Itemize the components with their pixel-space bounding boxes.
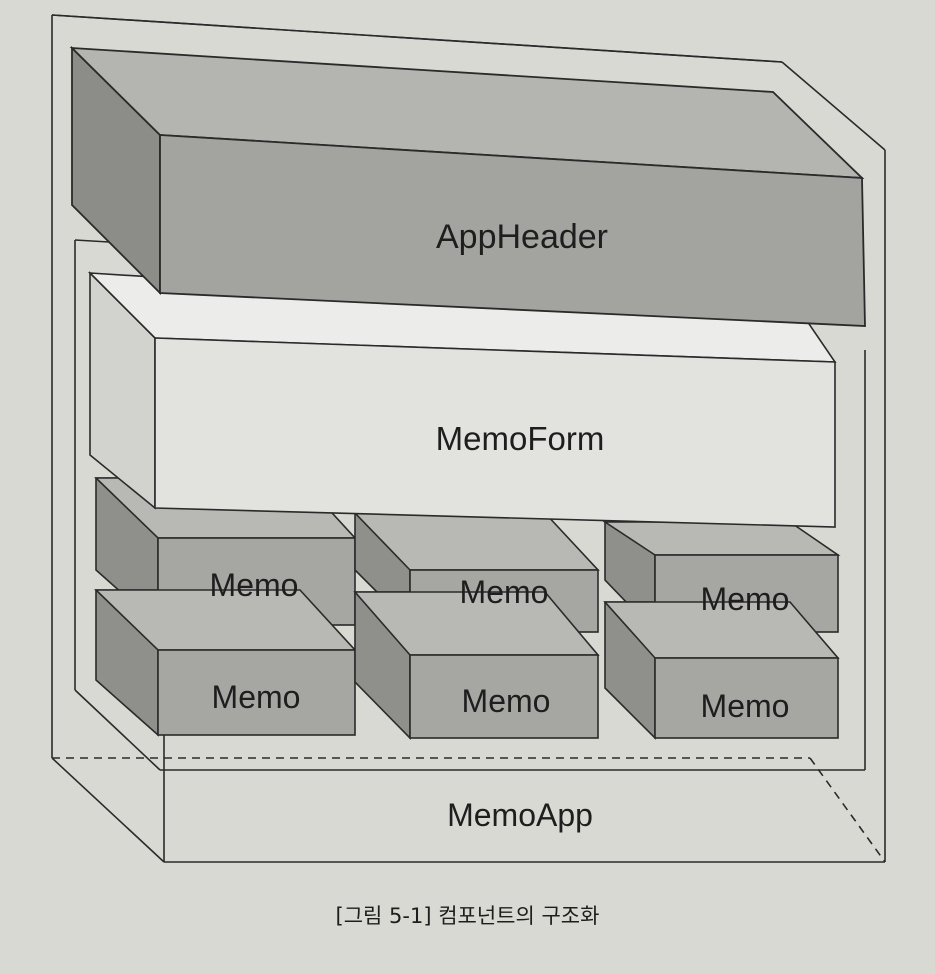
memo-block-6 <box>603 601 840 740</box>
memo-label-5: Memo <box>462 683 551 719</box>
memo-label-4: Memo <box>212 679 301 715</box>
memoform-label: MemoForm <box>436 420 605 457</box>
memoapp-label: MemoApp <box>447 797 593 833</box>
memo-label-6: Memo <box>701 688 790 724</box>
memo-label-1: Memo <box>210 567 299 603</box>
memo-label-3: Memo <box>701 581 790 617</box>
appheader-block <box>69 45 866 327</box>
memo-block-5 <box>353 591 600 740</box>
memo-label-2: Memo <box>460 574 549 610</box>
appheader-label: AppHeader <box>436 218 608 256</box>
figure-caption: [그림 5-1] 컴포넌트의 구조화 <box>335 904 600 928</box>
